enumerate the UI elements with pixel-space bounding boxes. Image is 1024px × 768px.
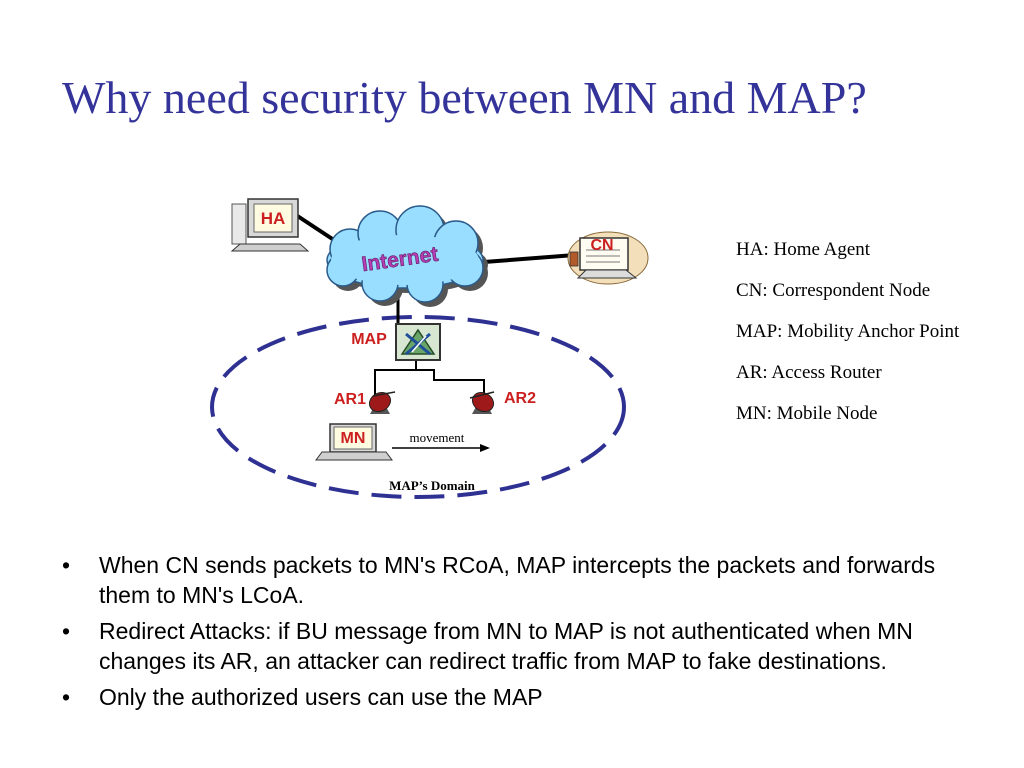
map-domain-label: MAP’s Domain — [389, 478, 476, 493]
link-map-ar — [374, 360, 417, 395]
bullet-item: • When CN sends packets to MN's RCoA, MA… — [62, 550, 962, 610]
cn-computer-icon — [567, 231, 649, 285]
ar2-antenna-icon — [469, 391, 495, 414]
slide-title: Why need security between MN and MAP? — [62, 72, 867, 123]
legend-item: CN: Correspondent Node — [736, 280, 931, 301]
ha-computer-icon — [230, 198, 310, 252]
ar1-label: AR1 — [334, 391, 366, 408]
bullet-marker-icon: • — [62, 618, 71, 644]
bullet-item: • Redirect Attacks: if BU message from M… — [62, 616, 962, 676]
link-map-ar2 — [415, 360, 485, 395]
map-label: MAP — [351, 331, 387, 348]
legend-item: HA: Home Agent — [736, 239, 871, 260]
legend-item: MAP: Mobility Anchor Point — [736, 321, 960, 342]
internet-cloud-icon — [326, 205, 488, 307]
mn-label: MN — [341, 430, 366, 447]
bullet-marker-icon: • — [62, 552, 71, 578]
movement-label: movement — [410, 430, 465, 445]
link-internet-cn — [483, 253, 576, 264]
bullet-text: Only the authorized users can use the MA… — [99, 684, 543, 710]
movement-arrowhead-icon — [480, 444, 490, 452]
cn-label: CN — [590, 237, 613, 254]
bullet-text: When CN sends packets to MN's RCoA, MAP … — [99, 552, 936, 608]
abbreviation-legend: HA: Home Agent CN: Correspondent Node MA… — [736, 236, 959, 441]
map-domain-ring — [210, 315, 626, 499]
ar1-antenna-icon — [368, 391, 396, 414]
legend-item: AR: Access Router — [736, 362, 882, 383]
bullet-list: • When CN sends packets to MN's RCoA, MA… — [62, 550, 962, 718]
bullet-text: Redirect Attacks: if BU message from MN … — [99, 618, 913, 674]
bullet-marker-icon: • — [62, 684, 71, 710]
bullet-item: • Only the authorized users can use the … — [62, 682, 962, 712]
network-diagram: HA Internet CN — [210, 198, 649, 499]
mn-laptop-icon — [315, 423, 393, 461]
ha-label: HA — [261, 209, 286, 228]
map-router-icon — [395, 323, 441, 361]
legend-item: MN: Mobile Node — [736, 403, 878, 424]
ar2-label: AR2 — [504, 390, 536, 407]
